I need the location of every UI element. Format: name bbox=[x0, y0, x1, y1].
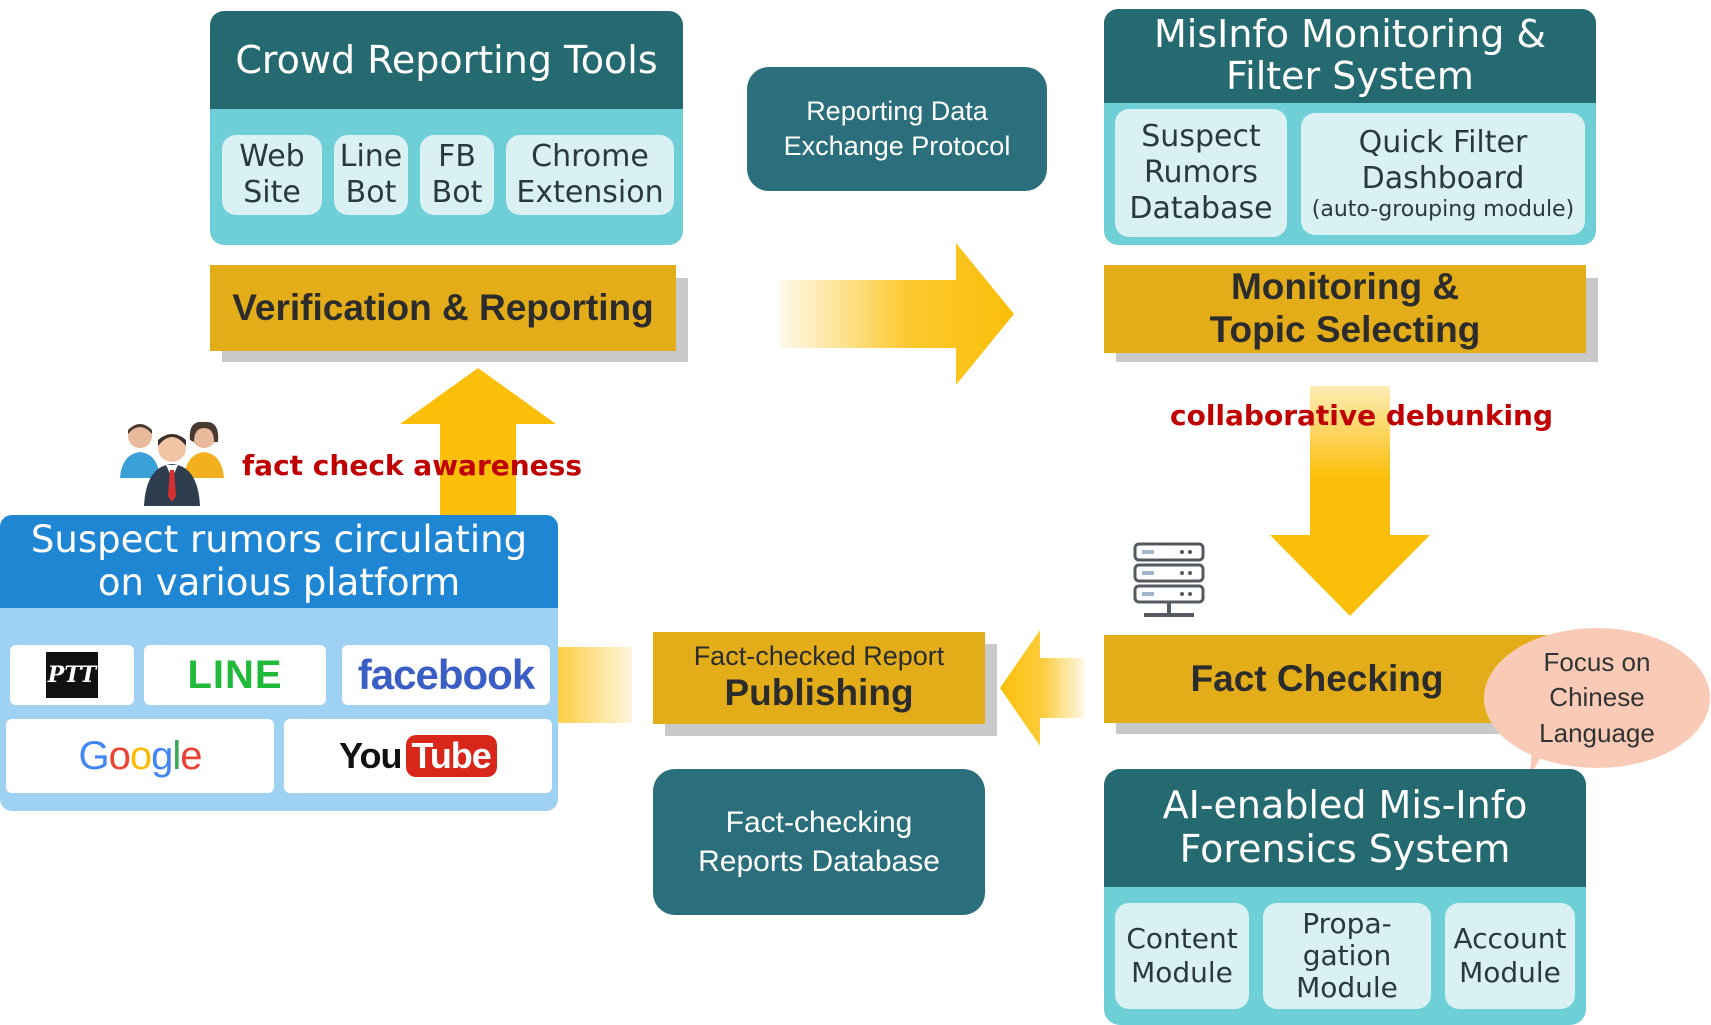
ptt-logo-mark: PTT bbox=[46, 652, 98, 698]
youtube-logo-tube: Tube bbox=[405, 735, 497, 777]
youtube-logo-you: You bbox=[339, 735, 402, 776]
fact-check-awareness-label: fact check awareness bbox=[242, 449, 583, 482]
line-logo: LINE bbox=[144, 645, 326, 705]
dashboard-title: Quick Filter Dashboard bbox=[1358, 124, 1528, 196]
chip-line-bot: Line Bot bbox=[334, 135, 408, 215]
misinfo-system-title: MisInfo Monitoring & Filter System bbox=[1104, 9, 1596, 103]
crowd-tools-title: Crowd Reporting Tools bbox=[210, 11, 683, 109]
reports-database-box: Fact-checking Reports Database bbox=[653, 769, 985, 915]
chip-propagation-module: Propa- gation Module bbox=[1263, 903, 1431, 1009]
arrow-left-publish bbox=[1000, 630, 1084, 746]
chip-web-site: Web Site bbox=[222, 135, 322, 215]
chip-chrome-extension: Chrome Extension bbox=[506, 135, 674, 215]
publishing-box: Fact-checked Report Publishing bbox=[653, 632, 985, 724]
chip-suspect-rumors-database: Suspect Rumors Database bbox=[1115, 109, 1287, 237]
arrow-right-exchange bbox=[780, 243, 1014, 385]
suspect-rumors-panel: Suspect rumors circulating on various pl… bbox=[0, 515, 558, 811]
chip-quick-filter-dashboard: Quick Filter Dashboard (auto-grouping mo… bbox=[1301, 113, 1585, 235]
publishing-main-label: Publishing bbox=[724, 672, 914, 714]
chip-account-module: Account Module bbox=[1445, 903, 1575, 1009]
ptt-logo: PTT bbox=[10, 645, 134, 705]
verification-reporting-box: Verification & Reporting bbox=[210, 265, 676, 351]
facebook-logo: facebook bbox=[342, 645, 550, 705]
server-icon bbox=[1133, 542, 1205, 617]
google-logo-text: Google bbox=[78, 733, 202, 778]
youtube-logo: You Tube bbox=[284, 719, 552, 793]
arrow-down-debunking bbox=[1270, 386, 1430, 616]
chip-content-module: Content Module bbox=[1115, 903, 1249, 1009]
line-logo-text: LINE bbox=[187, 652, 283, 697]
chip-fb-bot: FB Bot bbox=[420, 135, 494, 215]
people-icon bbox=[120, 421, 224, 506]
exchange-protocol-box: Reporting Data Exchange Protocol bbox=[747, 67, 1047, 191]
forensics-title: AI-enabled Mis-Info Forensics System bbox=[1104, 769, 1586, 887]
crowd-reporting-tools: Crowd Reporting Tools Web Site Line Bot … bbox=[210, 11, 683, 245]
forensics-system: AI-enabled Mis-Info Forensics System Con… bbox=[1104, 769, 1586, 1025]
monitoring-topic-box: Monitoring & Topic Selecting bbox=[1104, 265, 1586, 353]
google-logo: Google bbox=[6, 719, 274, 793]
focus-chinese-bubble: Focus on Chinese Language bbox=[1484, 628, 1710, 768]
publishing-top-label: Fact-checked Report bbox=[693, 641, 945, 672]
facebook-logo-text: facebook bbox=[357, 651, 535, 698]
suspect-rumors-title: Suspect rumors circulating on various pl… bbox=[0, 515, 558, 608]
arrow-up-awareness bbox=[400, 368, 556, 516]
collaborative-debunking-label: collaborative debunking bbox=[1170, 399, 1554, 432]
dashboard-subtitle: (auto-grouping module) bbox=[1311, 196, 1575, 222]
misinfo-filter-system: MisInfo Monitoring & Filter System Suspe… bbox=[1104, 9, 1596, 245]
